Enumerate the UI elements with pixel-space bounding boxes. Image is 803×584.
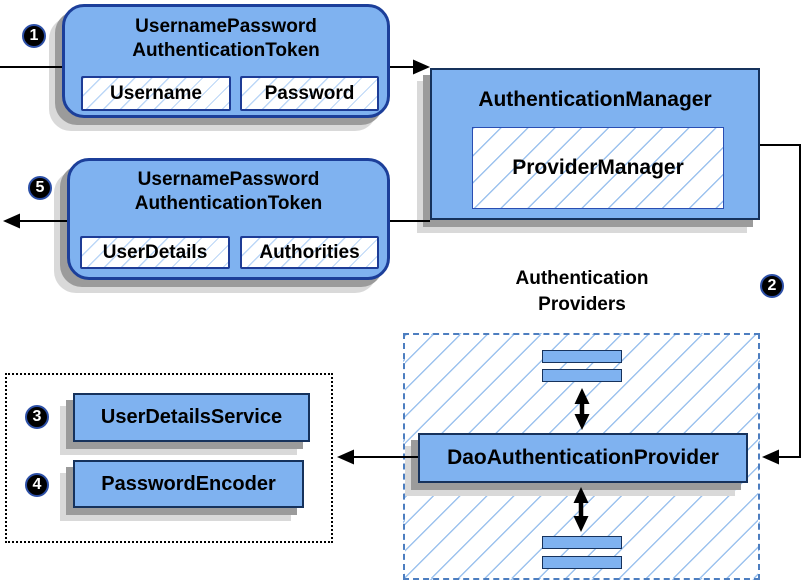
user-details-service-box: UserDetailsService <box>73 393 310 442</box>
response-token-title-line2: AuthenticationToken <box>134 193 323 214</box>
step-4-badge: 4 <box>25 473 49 497</box>
step-2-number: 2 <box>767 277 777 294</box>
outgoing-response-arrow <box>3 213 67 229</box>
authentication-providers-label: Authentication Providers <box>462 266 702 318</box>
provider-interface-bar-bottom-2 <box>542 556 622 569</box>
token-to-manager-arrow <box>390 59 430 75</box>
password-field: Password <box>240 76 379 111</box>
username-field: Username <box>81 76 231 111</box>
request-token-title-line2: AuthenticationToken <box>132 40 320 61</box>
authentication-providers-label-line1: Authentication <box>515 268 649 289</box>
step-5-number: 5 <box>35 179 45 196</box>
user-details-service-label: UserDetailsService <box>100 406 283 428</box>
userdetails-field: UserDetails <box>80 236 230 269</box>
authorities-field: Authorities <box>240 236 379 269</box>
response-token-title-line1: UsernamePassword <box>137 169 320 190</box>
username-field-label: Username <box>110 82 202 104</box>
dao-authentication-provider-label: DaoAuthenticationProvider <box>447 446 719 469</box>
userdetails-field-label: UserDetails <box>102 241 208 263</box>
provider-interface-bar-bottom-1 <box>542 536 622 549</box>
step-4-number: 4 <box>32 476 42 493</box>
authentication-providers-label-line2: Providers <box>538 294 626 315</box>
step-1-badge: 1 <box>22 24 46 48</box>
dependencies-group-box <box>5 373 333 543</box>
provider-manager-label: ProviderManager <box>512 156 684 179</box>
response-token-box: UsernamePassword AuthenticationToken Use… <box>67 158 390 280</box>
password-encoder-label: PasswordEncoder <box>101 473 276 495</box>
step-1-number: 1 <box>29 27 39 44</box>
request-token-box: UsernamePassword AuthenticationToken Use… <box>62 4 390 118</box>
step-5-badge: 5 <box>28 176 52 200</box>
manager-to-dao-provider-arrow <box>760 144 801 465</box>
request-token-title-line1: UsernamePassword <box>135 16 317 37</box>
authentication-manager-box: AuthenticationManager ProviderManager <box>430 68 760 220</box>
step-3-number: 3 <box>32 408 42 425</box>
authentication-manager-label: AuthenticationManager <box>478 88 712 111</box>
password-encoder-box: PasswordEncoder <box>73 460 304 508</box>
dao-authentication-provider-box: DaoAuthenticationProvider <box>418 433 748 483</box>
step-2-badge: 2 <box>760 274 784 298</box>
authorities-field-label: Authorities <box>259 241 360 263</box>
provider-interface-bar-top-2 <box>542 369 622 382</box>
provider-manager-box: ProviderManager <box>472 127 724 209</box>
password-field-label: Password <box>264 82 355 104</box>
provider-interface-bar-top-1 <box>542 350 622 363</box>
step-3-badge: 3 <box>25 405 49 429</box>
